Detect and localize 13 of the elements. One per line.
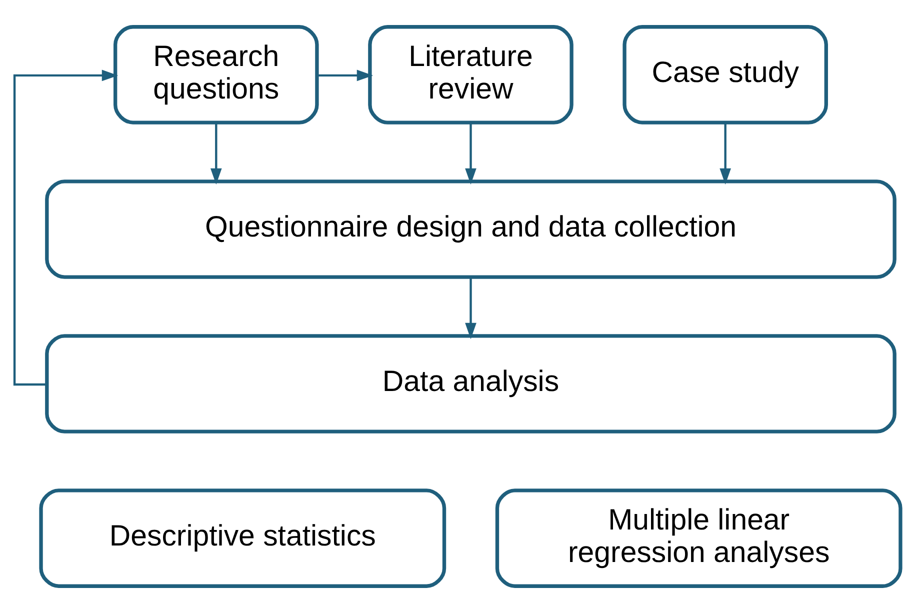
node-box: Multiple linear regression analyses [495, 488, 902, 588]
node-box: Literature review [368, 25, 574, 124]
node-box: Case study [622, 25, 828, 124]
node-box: Data analysis [45, 334, 896, 434]
arrow [210, 122, 222, 185]
node-box: Descriptive statistics [39, 488, 446, 588]
node-box: Research questions [114, 25, 319, 124]
arrow [318, 70, 374, 82]
arrow [720, 122, 732, 185]
node-box: Questionnaire design and data collection [45, 180, 896, 279]
arrow [465, 277, 476, 340]
arrow [13, 70, 118, 386]
arrow [465, 122, 476, 185]
